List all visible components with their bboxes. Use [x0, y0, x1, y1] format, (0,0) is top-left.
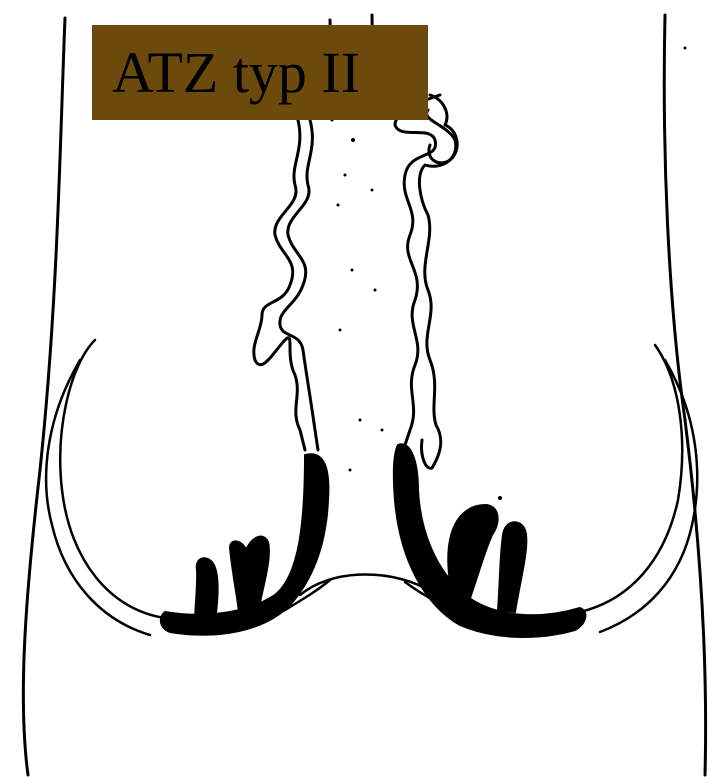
right-gland-1 [448, 505, 497, 598]
left-crypt-line-outer [254, 120, 305, 450]
perineal-bridge [300, 574, 425, 595]
right-gland-2 [498, 522, 526, 612]
left-gland-1 [195, 558, 218, 625]
left-fold-inner [46, 360, 150, 635]
outer-contour-right [664, 15, 705, 775]
title-label-box: ATZ typ II [92, 25, 428, 120]
left-crypt-line-inner [280, 120, 318, 450]
outer-contour-left [23, 18, 65, 775]
diagram-title: ATZ typ II [112, 44, 360, 102]
